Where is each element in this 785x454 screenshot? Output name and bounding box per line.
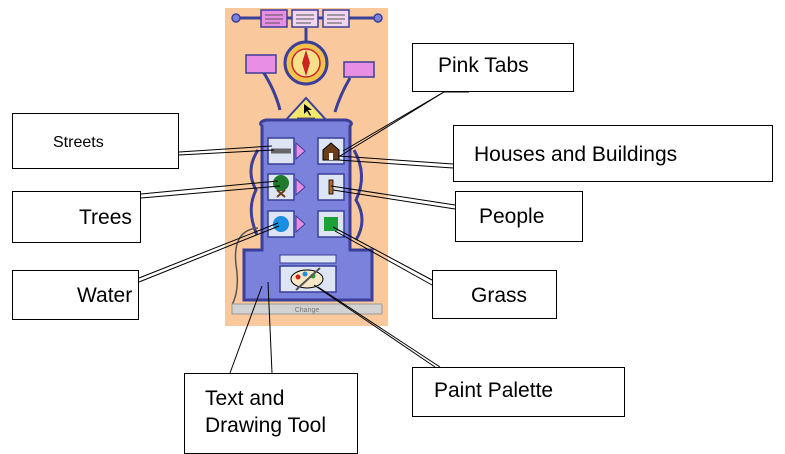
callout-trees-label: Trees [79, 206, 132, 229]
callout-water: Water [12, 270, 139, 320]
tree-trunk-cross [276, 189, 286, 198]
callout-streets-label: Streets [53, 134, 104, 151]
change-bar[interactable] [231, 303, 383, 315]
leader-houses-1 [337, 155, 454, 165]
power-cord [231, 227, 259, 306]
trees-pink-tab[interactable] [295, 177, 306, 197]
right-pink-tab[interactable] [343, 61, 375, 78]
right-antenna [333, 77, 352, 113]
person-icon [328, 179, 334, 195]
callout-streets: Streets [12, 113, 179, 169]
leader-water-2 [138, 225, 280, 283]
rod-cap-right [373, 13, 383, 23]
callout-water-label: Water [77, 284, 133, 307]
callout-paint-palette-label: Paint Palette [434, 379, 554, 402]
palette-brush [295, 267, 321, 291]
leader-pink-tabs-2 [339, 91, 445, 157]
leader-houses-2 [337, 159, 454, 169]
robot-right-arm [352, 149, 364, 241]
robot-left-arm [249, 149, 260, 236]
palette-dot-red [295, 274, 301, 280]
palette-dot-blue [302, 271, 308, 277]
leader-trees-1 [140, 180, 279, 195]
top-tab-text-marks [265, 14, 345, 24]
left-pink-tab[interactable] [245, 54, 277, 74]
callout-trees: Trees [12, 191, 141, 243]
robot-body [242, 118, 374, 302]
callout-text-tool-line2: Drawing Tool [205, 414, 327, 437]
compass-needle [302, 50, 310, 76]
leader-paint-2 [317, 286, 441, 368]
leader-people-2 [332, 189, 456, 210]
leader-streets-2 [178, 149, 275, 156]
change-label: Change [295, 307, 320, 314]
callout-pink-tabs: Pink Tabs [412, 43, 574, 92]
leader-streets-1 [178, 145, 273, 153]
leader-lines [138, 91, 469, 374]
callout-grass-label: Grass [471, 284, 528, 307]
callout-grass: Grass [432, 270, 557, 319]
palette-label-strip [279, 254, 337, 264]
callout-text-tool-line1: Text and [205, 387, 285, 410]
house-door [329, 153, 333, 160]
callout-paint-palette: Paint Palette [412, 367, 625, 417]
callout-people-label: People [479, 205, 545, 228]
leader-paint-1 [313, 284, 436, 368]
house-icon [322, 142, 340, 161]
callout-houses-label: Houses and Buildings [474, 143, 678, 166]
streets-pink-tab[interactable] [295, 141, 306, 161]
callout-people: People [455, 191, 583, 242]
leader-text-tool-2 [267, 281, 273, 374]
leader-grass-2 [334, 230, 433, 286]
leader-text-tool-1 [229, 285, 263, 374]
water-icon [273, 216, 289, 232]
tree-icon [273, 175, 289, 191]
leader-grass-1 [332, 226, 433, 281]
callout-houses: Houses and Buildings [453, 125, 773, 182]
callout-text-drawing-tool: Text and Drawing Tool [184, 373, 358, 454]
water-pink-tab[interactable] [295, 214, 306, 234]
leader-people-1 [330, 185, 456, 206]
leader-water-1 [138, 222, 279, 279]
callout-pink-tabs-label: Pink Tabs [438, 54, 529, 77]
leader-trees-2 [140, 185, 281, 199]
rod-cap-left [231, 13, 241, 23]
select-arrow-icon [304, 104, 312, 116]
